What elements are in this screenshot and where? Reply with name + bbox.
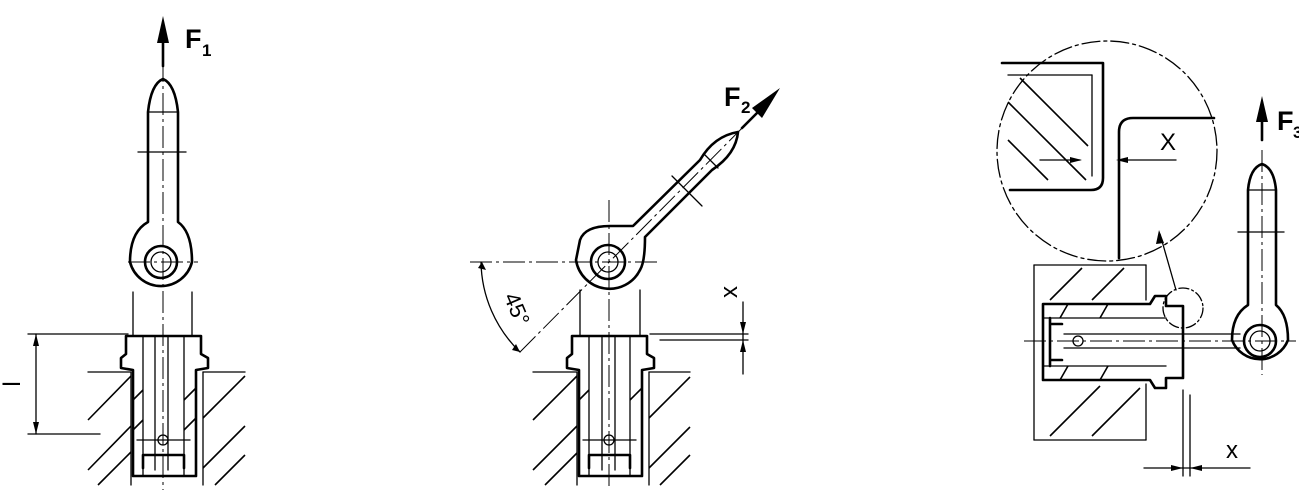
fig3-force-arrow bbox=[1256, 96, 1268, 142]
fig1-dimension-label: l bbox=[0, 381, 26, 386]
fig1-plate bbox=[87, 371, 246, 486]
fig2-force-subscript: 2 bbox=[741, 98, 750, 117]
fig3-force-subscript: 3 bbox=[1293, 123, 1299, 142]
fig2-force-label: F bbox=[724, 82, 741, 112]
fig3-detail-label: X bbox=[1160, 129, 1176, 156]
fig3-pin bbox=[1230, 162, 1290, 361]
figure-2-angled-pull: 45° F 2 x bbox=[470, 82, 780, 490]
fig2-dimension-label: x bbox=[716, 286, 743, 298]
fig3-force-label: F bbox=[1277, 106, 1294, 136]
fig2-angle-label: 45° bbox=[499, 289, 535, 329]
fig3-dimension-x bbox=[1143, 389, 1251, 477]
fig2-bushing bbox=[565, 334, 656, 478]
fig1-pin bbox=[128, 77, 194, 471]
fig2-plate bbox=[532, 371, 691, 486]
fig3-bushing bbox=[1041, 294, 1241, 390]
fig2-dimension-x bbox=[649, 301, 749, 375]
fig1-bushing bbox=[119, 334, 210, 478]
fig1-dimension-l bbox=[27, 333, 129, 435]
fig3-detail-circle bbox=[996, 40, 1218, 262]
fig1-force-subscript: 1 bbox=[202, 41, 211, 60]
fig2-pin bbox=[574, 130, 740, 471]
figure-3-lateral-pull: X bbox=[996, 40, 1299, 477]
fig3-plate bbox=[1033, 264, 1147, 441]
fig1-force-arrow bbox=[157, 16, 169, 68]
figure-1-axial-pull: F 1 l bbox=[0, 16, 246, 490]
fig3-dimension-label: x bbox=[1226, 437, 1238, 464]
fig1-force-label: F bbox=[185, 24, 202, 54]
fig2-force-arrow bbox=[740, 88, 780, 130]
